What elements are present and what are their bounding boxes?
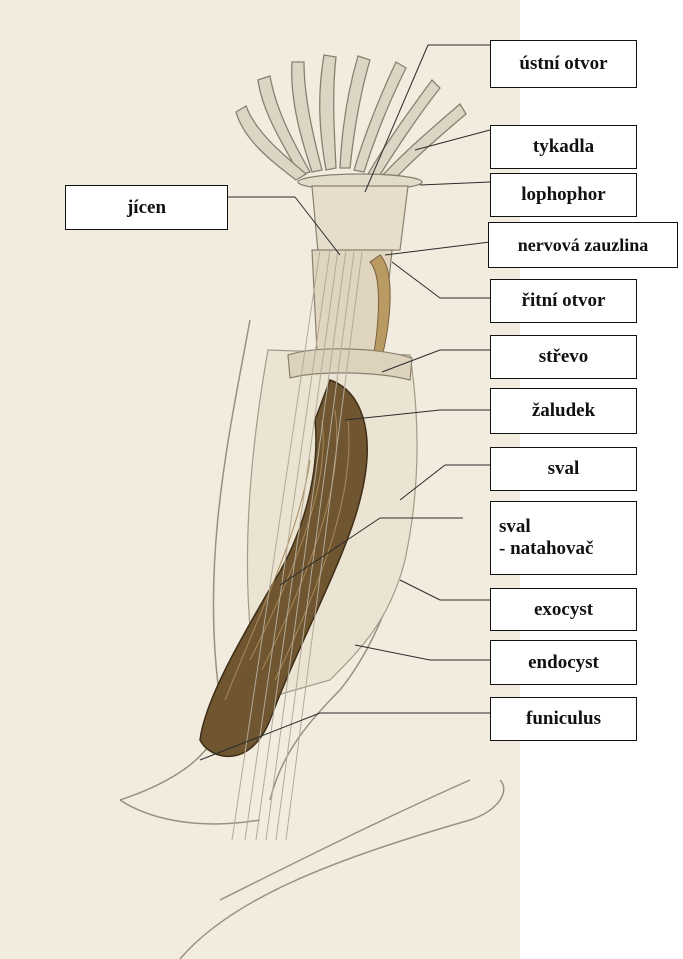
label-endocyst: endocyst [490,640,637,685]
label-sval-natahovac: sval - natahovač [490,501,637,575]
neck [312,186,408,252]
label-jicen: jícen [65,185,228,230]
label-sval: sval [490,447,637,491]
label-ustni-otvor: ústní otvor [490,40,637,88]
label-exocyst: exocyst [490,588,637,631]
label-lophophor: lophophor [490,173,637,217]
label-ritni-otvor: řitní otvor [490,279,637,323]
label-tykadla: tykadla [490,125,637,169]
label-funiculus: funiculus [490,697,637,741]
label-strevo: střevo [490,335,637,379]
label-zaludek: žaludek [490,388,637,434]
label-nervova-zauzlina: nervová zauzlina [488,222,678,268]
